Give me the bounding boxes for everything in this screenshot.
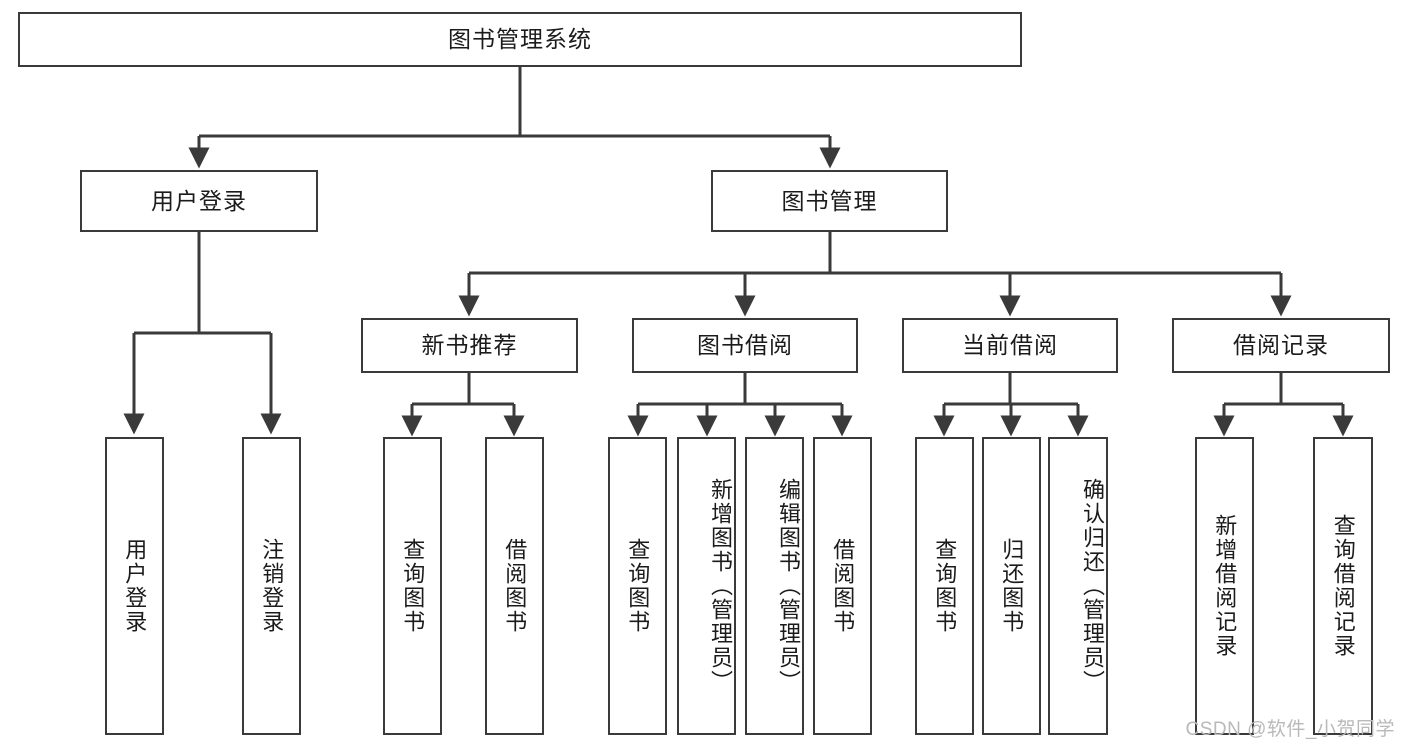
node-label: 注销登录: [259, 538, 285, 634]
node-label: 图书管理: [781, 187, 878, 214]
leaf-query-borrow-record[interactable]: 查询借阅记录: [1313, 437, 1373, 735]
leaf-add-borrow-record[interactable]: 新增借阅记录: [1195, 437, 1254, 735]
node-label: 借阅图书: [502, 538, 528, 634]
node-label: 当前借阅: [962, 332, 1058, 359]
node-root-book-management-system[interactable]: 图书管理系统: [18, 12, 1022, 67]
leaf-confirm-return-admin[interactable]: 确认归还（管理员）: [1048, 437, 1108, 735]
leaf-query-books-current[interactable]: 查询图书: [915, 437, 974, 735]
node-label: 编辑图书（管理员）: [776, 478, 801, 694]
node-new-book-recommend[interactable]: 新书推荐: [361, 318, 578, 373]
node-label: 确认归还（管理员）: [1080, 478, 1105, 694]
leaf-return-books[interactable]: 归还图书: [982, 437, 1041, 735]
node-book-borrow[interactable]: 图书借阅: [632, 318, 858, 373]
node-current-borrow[interactable]: 当前借阅: [902, 318, 1118, 373]
leaf-query-books-recommend[interactable]: 查询图书: [383, 437, 442, 735]
node-label: 查询图书: [625, 538, 651, 634]
node-user-login[interactable]: 用户登录: [80, 170, 318, 232]
leaf-user-login[interactable]: 用户登录: [105, 437, 164, 735]
node-label: 借阅图书: [830, 538, 856, 634]
leaf-logout[interactable]: 注销登录: [242, 437, 301, 735]
leaf-edit-book-admin[interactable]: 编辑图书（管理员）: [745, 437, 804, 735]
node-label: 新增借阅记录: [1212, 514, 1238, 658]
node-label: 新增图书（管理员）: [708, 478, 733, 694]
node-label: 归还图书: [999, 538, 1025, 634]
node-book-management[interactable]: 图书管理: [711, 170, 948, 232]
node-borrow-record[interactable]: 借阅记录: [1172, 318, 1390, 373]
node-label: 图书借阅: [697, 332, 793, 359]
node-label: 查询图书: [400, 538, 426, 634]
leaf-borrow-books-recommend[interactable]: 借阅图书: [485, 437, 544, 735]
watermark: CSDN @软件_小贺同学: [1185, 719, 1395, 740]
leaf-borrow-books[interactable]: 借阅图书: [813, 437, 872, 735]
node-label: 新书推荐: [421, 332, 518, 359]
node-label: 借阅记录: [1233, 332, 1329, 359]
leaf-query-books-borrow[interactable]: 查询图书: [608, 437, 667, 735]
node-label: 查询借阅记录: [1330, 514, 1356, 658]
node-label: 图书管理系统: [448, 26, 592, 53]
node-label: 用户登录: [151, 187, 247, 214]
node-label: 用户登录: [122, 538, 148, 634]
node-label: 查询图书: [932, 538, 958, 634]
leaf-add-book-admin[interactable]: 新增图书（管理员）: [677, 437, 736, 735]
